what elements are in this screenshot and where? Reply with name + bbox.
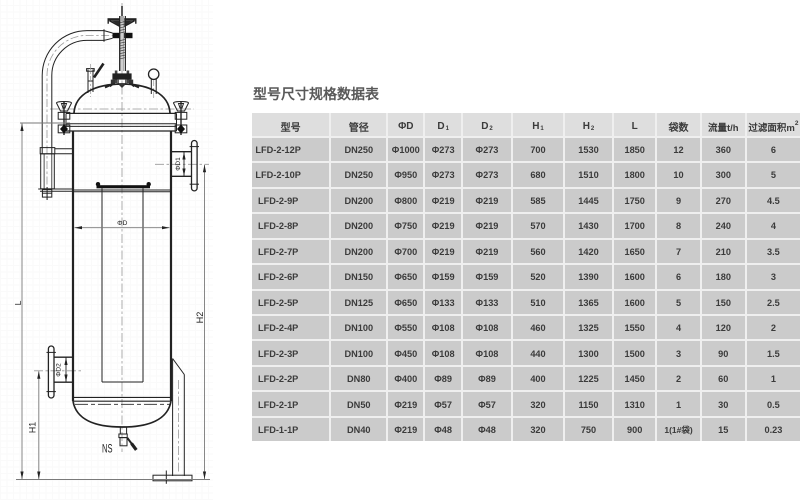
svg-text:ΦD1: ΦD1 [175,157,182,171]
svg-text:L: L [13,300,23,305]
svg-text:H2: H2 [195,312,205,324]
svg-text:H1: H1 [27,422,37,433]
svg-text:ΦD: ΦD [117,220,127,227]
svg-text:NS: NS [102,443,113,455]
svg-text:ΦD2: ΦD2 [56,363,63,377]
